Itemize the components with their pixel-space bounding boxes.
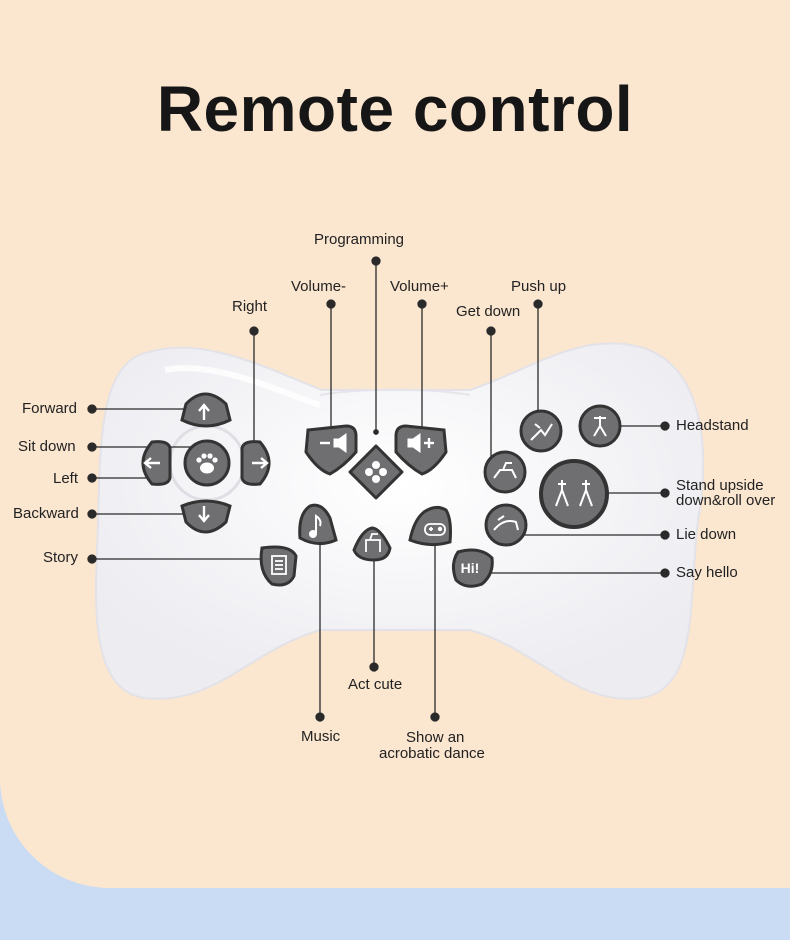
label-forward: Forward	[22, 400, 78, 417]
label-stand-upside-line1: Stand upside	[676, 477, 764, 494]
label-right: Right	[232, 298, 268, 315]
left-button[interactable]	[141, 440, 172, 486]
volume-down-button[interactable]	[304, 424, 358, 476]
gamepad-icon	[424, 523, 446, 536]
programming-button[interactable]	[348, 444, 404, 500]
push-up-icon	[530, 423, 553, 441]
speaker-minus-icon	[320, 433, 347, 453]
act-cute-button[interactable]	[352, 526, 392, 562]
label-backward: Backward	[13, 505, 79, 522]
label-sit-down: Sit down	[18, 438, 76, 455]
label-volume-down: Volume-	[291, 278, 347, 295]
say-hello-glyph: Hi!	[461, 560, 480, 576]
roll-over-icon	[555, 480, 593, 507]
label-show-dance-line1: Show an	[406, 729, 465, 746]
backward-button[interactable]	[180, 499, 232, 534]
stand-upside-down-button[interactable]	[539, 459, 609, 529]
label-act-cute: Act cute	[348, 676, 403, 693]
flower-icon	[365, 461, 387, 483]
label-stand-upside-line2: down&roll over	[676, 492, 776, 509]
volume-up-button[interactable]	[394, 424, 448, 476]
push-up-button[interactable]	[519, 409, 563, 453]
music-button[interactable]	[298, 503, 338, 545]
label-get-down: Get down	[456, 303, 521, 320]
label-volume-up: Volume+	[390, 278, 449, 295]
label-push-up: Push up	[511, 278, 567, 295]
right-button[interactable]	[240, 440, 271, 486]
label-headstand: Headstand	[676, 417, 749, 434]
label-lie-down: Lie down	[676, 526, 737, 543]
label-music: Music	[301, 728, 341, 745]
label-left: Left	[53, 470, 79, 487]
get-down-icon	[493, 462, 517, 479]
backward-arrow-icon	[198, 506, 210, 523]
dog-icon	[365, 533, 381, 552]
say-hello-button[interactable]: Hi!	[451, 548, 494, 588]
lie-down-icon	[493, 515, 519, 531]
forward-arrow-icon	[198, 403, 210, 420]
lie-down-button[interactable]	[484, 503, 528, 547]
right-arrow-icon	[252, 457, 269, 469]
sit-down-button[interactable]	[183, 439, 231, 487]
book-icon	[271, 555, 287, 575]
page-title: Remote control	[156, 73, 634, 145]
speaker-plus-icon	[407, 433, 434, 453]
paw-icon	[196, 453, 218, 474]
headstand-icon	[593, 416, 607, 437]
left-arrow-icon	[143, 457, 160, 469]
headstand-button[interactable]	[578, 404, 622, 448]
label-show-dance-line2: acrobatic dance	[379, 745, 485, 762]
story-button[interactable]	[259, 545, 298, 587]
label-say-hello: Say hello	[676, 564, 738, 581]
music-note-icon	[309, 514, 322, 538]
show-dance-button[interactable]	[408, 505, 452, 547]
label-story: Story	[43, 549, 79, 566]
leader-lines	[87, 256, 670, 722]
label-programming: Programming	[314, 231, 405, 248]
forward-button[interactable]	[180, 392, 232, 428]
get-down-button[interactable]	[483, 450, 527, 494]
